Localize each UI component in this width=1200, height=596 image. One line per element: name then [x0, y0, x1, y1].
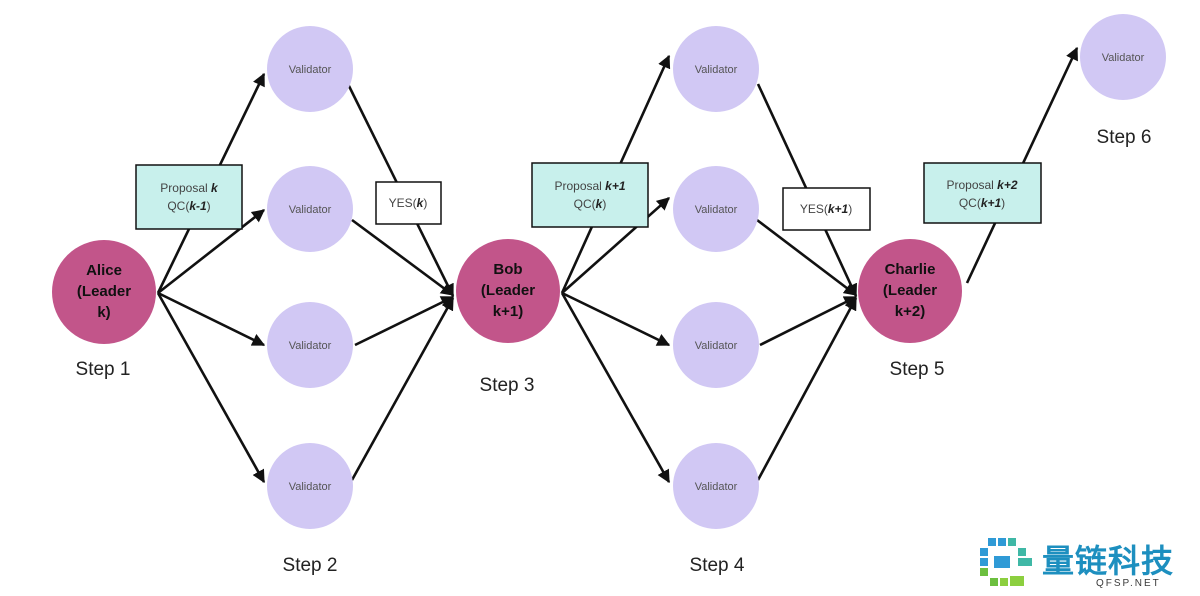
step-2-label: Step 2 [283, 555, 338, 576]
validator-node: Validator [267, 302, 353, 388]
watermark-url: QFSP.NET [1096, 578, 1161, 589]
edge-v7-charlie [759, 295, 858, 347]
validator-node: Validator [1080, 14, 1166, 100]
leader-alice: Alice (Leader k) [52, 240, 156, 344]
proposal-line1: Proposal k [160, 181, 219, 195]
validator-label: Validator [289, 64, 332, 76]
leader-round: k+2) [895, 303, 925, 320]
validator-node: Validator [267, 166, 353, 252]
proposal-line2: QC(k) [574, 197, 607, 211]
proposal-box-k+1: Proposal k+1 QC(k) [531, 162, 649, 228]
leader-name: Bob [493, 261, 522, 278]
edge-alice-v3 [157, 291, 266, 347]
edge-bob-v7 [561, 291, 671, 347]
edge-alice-v2 [157, 208, 266, 295]
leader-round: k+1) [493, 303, 523, 320]
proposal-line2: QC(k+1) [959, 196, 1005, 210]
validator-label: Validator [695, 340, 738, 352]
validator-node: Validator [673, 302, 759, 388]
validator-label: Validator [289, 340, 332, 352]
proposal-box-k+2: Proposal k+2 QC(k+1) [923, 162, 1042, 224]
step-4-label: Step 4 [690, 555, 745, 576]
leader-charlie: Charlie (Leader k+2) [858, 239, 962, 343]
proposal-line1: Proposal k+1 [554, 179, 625, 193]
validator-node: Validator [267, 443, 353, 529]
validators: Validator Validator Validator Validator … [267, 14, 1166, 529]
leader-role: (Leader [883, 282, 937, 299]
validator-label: Validator [289, 204, 332, 216]
validator-label: Validator [695, 64, 738, 76]
step-6-label: Step 6 [1097, 127, 1152, 148]
validator-label: Validator [1102, 52, 1145, 64]
proposal-line1: Proposal k+2 [946, 178, 1017, 192]
validator-node: Validator [673, 166, 759, 252]
edge-v4-bob [350, 296, 455, 481]
leader-name: Charlie [885, 261, 936, 278]
validator-label: Validator [289, 481, 332, 493]
vote-box-k+1: YES(k+1) [782, 187, 871, 231]
edge-alice-v4 [156, 292, 266, 484]
leader-role: (Leader [77, 283, 131, 300]
vote-label: YES(k) [389, 196, 428, 210]
edge-v3-bob [354, 295, 455, 347]
validator-label: Validator [695, 481, 738, 493]
step-5-label: Step 5 [890, 359, 945, 380]
vote-box-k: YES(k) [375, 181, 442, 225]
edge-v2-bob [351, 218, 455, 297]
validator-label: Validator [695, 204, 738, 216]
proposal-box-k: Proposal k QC(k-1) [135, 164, 243, 230]
edge-v8-charlie [756, 296, 858, 481]
leader-role: (Leader [481, 282, 535, 299]
leader-round: k) [97, 304, 110, 321]
step-3-label: Step 3 [480, 375, 535, 396]
step-1-label: Step 1 [76, 359, 131, 380]
validator-node: Validator [673, 26, 759, 112]
validator-node: Validator [673, 443, 759, 529]
watermark-text: 量链科技 [1042, 542, 1175, 580]
leader-name: Alice [86, 262, 122, 279]
edge-v6-charlie [756, 218, 858, 297]
edge-bob-v8 [560, 292, 671, 484]
proposal-line2: QC(k-1) [167, 199, 210, 213]
edge-bob-v6 [561, 197, 670, 294]
watermark-logo-icon [980, 538, 1032, 586]
leader-bob: Bob (Leader k+1) [456, 239, 560, 343]
vote-label: YES(k+1) [800, 202, 852, 216]
validator-node: Validator [267, 26, 353, 112]
